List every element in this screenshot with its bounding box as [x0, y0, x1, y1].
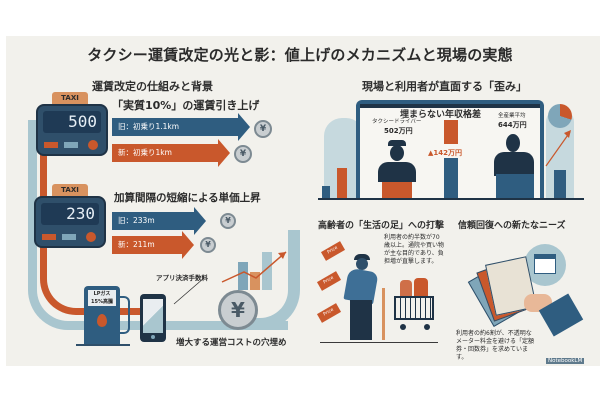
- old-interval-label: 旧：233m: [118, 216, 155, 225]
- ground-line: [320, 342, 438, 343]
- new-fare-arrow: 新：初乗り1km: [112, 139, 230, 167]
- page-title: タクシー運賃改定の光と影：値上げのメカニズムと現場の実態: [87, 46, 513, 64]
- taxi-meter-1: 500: [36, 104, 108, 156]
- trust-description: 利用者の約6割が、不透明なメーター料金を避ける「定額券・回数券」を求めています。: [456, 330, 535, 362]
- gap-bar-top: [444, 120, 458, 144]
- new-interval-arrow: 新：211m: [112, 231, 194, 259]
- right-section-heading: 現場と利用者が直面する「歪み」: [362, 80, 527, 93]
- all-industry-label: 全産業平均: [498, 113, 526, 119]
- trend-up-arrow-icon: [221, 251, 287, 283]
- smartphone-icon: [140, 294, 166, 342]
- large-yen-coin-icon: ¥: [218, 290, 258, 330]
- price-tag-label: Price: [326, 245, 339, 256]
- yen-coin-icon: ¥: [220, 213, 236, 229]
- trust-section-title: 信頼回復への新たなニーズ: [458, 221, 566, 231]
- old-fare-label: 旧：初乗り1.1km: [118, 122, 180, 131]
- decorative-bar: [337, 168, 347, 198]
- elderly-section-title: 高齢者の「生活の足」への打撃: [318, 221, 445, 231]
- gap-bar-bottom: [444, 158, 458, 198]
- new-fare-label: 新：初乗り1km: [118, 148, 172, 157]
- tickets-in-hand-icon: [467, 250, 584, 337]
- walking-cane: [382, 288, 385, 340]
- meter-button: [62, 234, 76, 240]
- meter-button: [44, 142, 58, 148]
- income-gap-title: 埋まらない年収格差: [400, 110, 482, 120]
- gap-value: ▲142万円: [428, 149, 462, 157]
- unit-price-title: 加算間隔の短縮による単価上昇: [114, 192, 261, 204]
- pie-chart-icon: [548, 104, 572, 128]
- taxi-meter-2: 230: [34, 196, 106, 248]
- elderly-description: 利用者の約半数が70歳以上。通院や買い物が主な目的であり、負担増が直撃します。: [384, 234, 445, 266]
- driver-label: タクシードライバー: [372, 119, 422, 125]
- meter-display: 500: [43, 111, 101, 133]
- yen-button-icon: [86, 232, 96, 242]
- decorative-bar: [322, 186, 330, 198]
- price-tag-label: Price: [322, 275, 335, 286]
- app-fee-label: アプリ決済手数料: [156, 274, 208, 282]
- elderly-person-figure-icon: [342, 254, 382, 344]
- pointer-line: [173, 277, 205, 305]
- shopping-cart-icon: [392, 278, 438, 336]
- taxi-roof-sign: TAXI: [52, 184, 88, 196]
- fare-increase-title: 「実質10%」の運賃引き上げ: [112, 99, 260, 112]
- decorative-bar: [554, 170, 566, 198]
- all-industry-value: 644万円: [498, 121, 527, 129]
- gas-label-line2: 15%高騰: [91, 299, 113, 305]
- gas-pump-icon: LPガス 15%高騰: [84, 286, 120, 344]
- driver-income-value: 502万円: [384, 127, 413, 135]
- left-section-heading: 運賃改定の仕組みと背景: [92, 80, 213, 93]
- watermark: NotebookLM: [546, 358, 585, 364]
- gas-label-line1: LPガス: [93, 291, 111, 297]
- meter-display: 230: [41, 203, 99, 225]
- yen-coin-icon: ¥: [254, 120, 272, 138]
- yen-button-icon: [88, 140, 98, 150]
- fuel-drop-icon: [97, 314, 107, 327]
- taxi-roof-sign: TAXI: [52, 92, 88, 104]
- office-worker-figure-icon: [492, 134, 536, 198]
- cost-chart-bar: [250, 272, 260, 290]
- meter-button: [64, 142, 78, 148]
- price-tag-label: Price: [322, 307, 335, 318]
- new-interval-label: 新：211m: [118, 240, 155, 249]
- meter-button: [42, 234, 56, 240]
- gas-pump-base: [76, 344, 130, 346]
- cost-chart-bar: [238, 262, 248, 290]
- yen-coin-icon: ¥: [234, 145, 252, 163]
- yen-coin-icon: ¥: [200, 237, 216, 253]
- trend-up-arrow-icon: [545, 130, 571, 167]
- operating-cost-caption: 増大する運営コストの穴埋め: [176, 338, 287, 348]
- chart-baseline: [318, 198, 584, 200]
- gas-hose: [120, 296, 130, 334]
- cost-chart-bar: [262, 252, 272, 290]
- old-interval-arrow: 旧：233m: [112, 207, 206, 235]
- old-fare-arrow: 旧：初乗り1.1km: [112, 113, 250, 141]
- taxi-driver-figure-icon: [376, 140, 416, 198]
